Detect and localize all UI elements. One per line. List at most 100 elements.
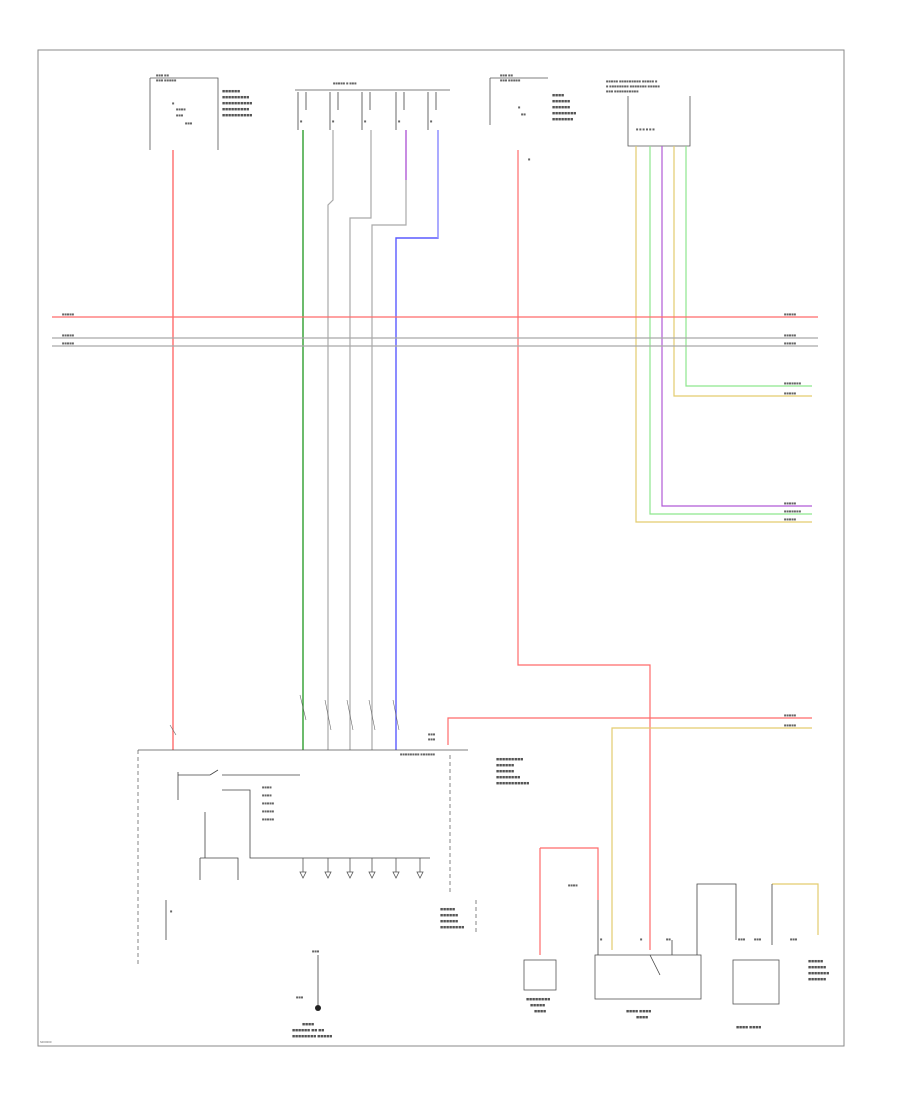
svg-text:■■■■■: ■■■■■ — [784, 724, 797, 727]
svg-text:■■■■■: ■■■■■ — [262, 818, 275, 821]
fuse-row-center: ■■■■■ ■ ■■■ ■ ■ ■ ■ ■ — [295, 82, 450, 130]
fuse-block-mid: ■■■ ■■ ■■■ ■■■■■ ■ ■■ ■■■■ ■■■■■■ ■■■■■■… — [489, 74, 576, 125]
svg-text:■: ■ — [364, 120, 367, 123]
page-border — [37, 49, 845, 1047]
svg-text:■■■ ■■■■■: ■■■ ■■■■■ — [156, 79, 177, 82]
svg-text:■ ■■■■■■■■ ■■■■■■■ ■■■■■: ■ ■■■■■■■■ ■■■■■■■ ■■■■■ — [606, 85, 660, 88]
svg-text:■: ■ — [600, 938, 603, 941]
component-starter: ■■■■■■■■ ■■■■■ ■■■■ ■■■■ — [523, 847, 599, 1013]
svg-text:■■■■■: ■■■■■ — [784, 392, 797, 395]
svg-text:■: ■ — [172, 102, 175, 105]
svg-text:■■■■■: ■■■■■ — [784, 334, 797, 337]
wire-gray-1 — [327, 130, 334, 750]
sensor-block: ■■■■■ ■■■■■■ ■■■■■■ ■■■■■■■■ — [440, 755, 477, 935]
svg-text:■■■■■■■■■: ■■■■■■■■■ — [222, 95, 249, 99]
svg-text:■■■■■: ■■■■■ — [62, 334, 75, 337]
svg-text:■■■: ■■■ — [312, 950, 320, 953]
svg-text:■■■■: ■■■■ — [568, 884, 578, 887]
fuel-pump: ■■■■ ■■■■ ■■■ ■■■ ■■■ ■■■■■ ■■■■■■ ■■■■■… — [696, 883, 829, 1029]
svg-text:■■■■■: ■■■■■ — [262, 802, 275, 805]
svg-text:■■■: ■■■ — [176, 114, 184, 117]
svg-text:■■■■: ■■■■ — [302, 1022, 314, 1026]
svg-text:■■■: ■■■ — [790, 938, 798, 941]
svg-text:■■■ ■■: ■■■ ■■ — [500, 74, 514, 77]
svg-text:■: ■ — [518, 106, 521, 109]
svg-text:■: ■ — [640, 938, 643, 941]
svg-text:■■■■■■■■: ■■■■■■■■ — [496, 775, 520, 779]
page-tag: S000000 — [40, 1040, 52, 1044]
svg-text:■■■■■■■■■■: ■■■■■■■■■■ — [222, 113, 252, 117]
svg-text:■■■ ■■: ■■■ ■■ — [156, 74, 170, 77]
svg-text:■■■■■ ■■■■■■■■■ ■■■■■ ■: ■■■■■ ■■■■■■■■■ ■■■■■ ■ — [606, 80, 658, 83]
svg-text:■■■■■■■: ■■■■■■■ — [784, 382, 802, 385]
svg-text:■■■■ ■■■■: ■■■■ ■■■■ — [736, 1025, 761, 1029]
wire-violet-r — [661, 146, 812, 507]
fuel-pump-relay: ■■■■ ■■■■ ■■■■ ■ ■ ■■ — [594, 900, 702, 1019]
svg-text:■■■■■■: ■■■■■■ — [496, 769, 514, 773]
svg-text:■■: ■■ — [521, 113, 526, 116]
svg-text:■■■■■■■: ■■■■■■■ — [784, 510, 802, 513]
svg-text:■■■■■■■■: ■■■■■■■■ — [440, 925, 464, 929]
ground-symbol: ■■■ ■■■ ■■■■ ■■■■■■ ■■ ■■ ■■■■■■■■ ■■■■■ — [292, 950, 332, 1038]
svg-text:■■■■ ■■■■: ■■■■ ■■■■ — [626, 1009, 651, 1013]
svg-text:■■■■■■: ■■■■■■ — [440, 913, 458, 917]
svg-text:■■■■■■■■■■■: ■■■■■■■■■■■ — [496, 781, 529, 785]
svg-text:■■: ■■ — [666, 938, 671, 941]
connector-block-right: ■■■■■ ■■■■■■■■■ ■■■■■ ■ ■ ■■■■■■■■ ■■■■■… — [606, 80, 691, 147]
wire-yellow-low — [611, 727, 812, 950]
splice-marks — [169, 694, 400, 736]
svg-text:■■■■■: ■■■■■ — [808, 959, 823, 963]
svg-text:■■■: ■■■ — [738, 938, 746, 941]
svg-text:■■■■■■■: ■■■■■■■ — [552, 117, 573, 121]
svg-text:■■■■■■■■■: ■■■■■■■■■ — [496, 757, 523, 761]
svg-text:■■■ ■■■■■: ■■■ ■■■■■ — [500, 79, 521, 82]
svg-text:■■■■■: ■■■■■ — [784, 313, 797, 316]
wire-blue — [395, 130, 439, 750]
svg-text:■■■■■■■■■■: ■■■■■■■■■■ — [222, 101, 252, 105]
svg-text:■■■ ■■■■■■■■■■: ■■■ ■■■■■■■■■■ — [606, 90, 639, 93]
svg-text:■■■■: ■■■■ — [534, 1009, 546, 1013]
svg-text:■■■■■■: ■■■■■■ — [808, 977, 826, 981]
svg-text:■■■■■■■■■: ■■■■■■■■■ — [222, 107, 249, 111]
svg-text:■■■■■■ ■■ ■■: ■■■■■■ ■■ ■■ — [292, 1028, 324, 1032]
svg-text:■■■■■: ■■■■■ — [784, 342, 797, 345]
wire-yellow-r — [635, 146, 812, 523]
module-box: ■■■■■■■■ ■■■■■■ ■■■■■■■■■ ■■■■■■ ■■■■■■ … — [137, 749, 529, 965]
wire-gray-3 — [371, 180, 407, 750]
svg-text:■ ■ ■ ■ ■ ■: ■ ■ ■ ■ ■ ■ — [636, 128, 655, 131]
svg-text:■■■: ■■■ — [428, 733, 436, 736]
svg-text:■■■■■■: ■■■■■■ — [496, 763, 514, 767]
wire-gray-r — [673, 146, 812, 397]
svg-text:■■■■: ■■■■ — [262, 794, 272, 797]
svg-text:■■■■■■■■ ■■■■■■: ■■■■■■■■ ■■■■■■ — [400, 753, 436, 756]
svg-text:■■■■■■: ■■■■■■ — [552, 105, 570, 109]
svg-text:■: ■ — [332, 120, 335, 123]
svg-text:■■■■■: ■■■■■ — [440, 907, 455, 911]
svg-text:■■■■: ■■■■ — [636, 1015, 648, 1019]
wire-lightgreen-r — [649, 146, 812, 515]
svg-text:■■■■■■: ■■■■■■ — [222, 89, 240, 93]
svg-text:■■■: ■■■ — [296, 996, 304, 999]
svg-text:■■■■■: ■■■■■ — [530, 1003, 545, 1007]
svg-text:■■■■■: ■■■■■ — [62, 342, 75, 345]
svg-text:■■■■■■■■: ■■■■■■■■ — [526, 997, 550, 1001]
svg-text:■: ■ — [170, 910, 173, 913]
svg-text:■■■■■■: ■■■■■■ — [440, 919, 458, 923]
svg-text:■■■■: ■■■■ — [262, 786, 272, 789]
svg-text:■■■: ■■■ — [185, 122, 193, 125]
wire-green-r — [685, 146, 812, 387]
svg-text:■: ■ — [430, 120, 433, 123]
wire-gray-2 — [349, 130, 372, 750]
svg-text:■: ■ — [528, 158, 531, 161]
svg-text:■■■■: ■■■■ — [552, 93, 564, 97]
svg-text:■■■: ■■■ — [428, 738, 436, 741]
pin-row-bottom — [299, 858, 424, 879]
svg-text:■■■■■■: ■■■■■■ — [808, 965, 826, 969]
svg-text:■■■■■: ■■■■■ — [262, 810, 275, 813]
svg-text:■: ■ — [300, 120, 303, 123]
svg-text:■■■■■: ■■■■■ — [784, 714, 797, 717]
svg-text:■■■■■■: ■■■■■■ — [552, 99, 570, 103]
wire-red-low — [447, 717, 812, 745]
svg-text:■■■■■: ■■■■■ — [62, 313, 75, 316]
